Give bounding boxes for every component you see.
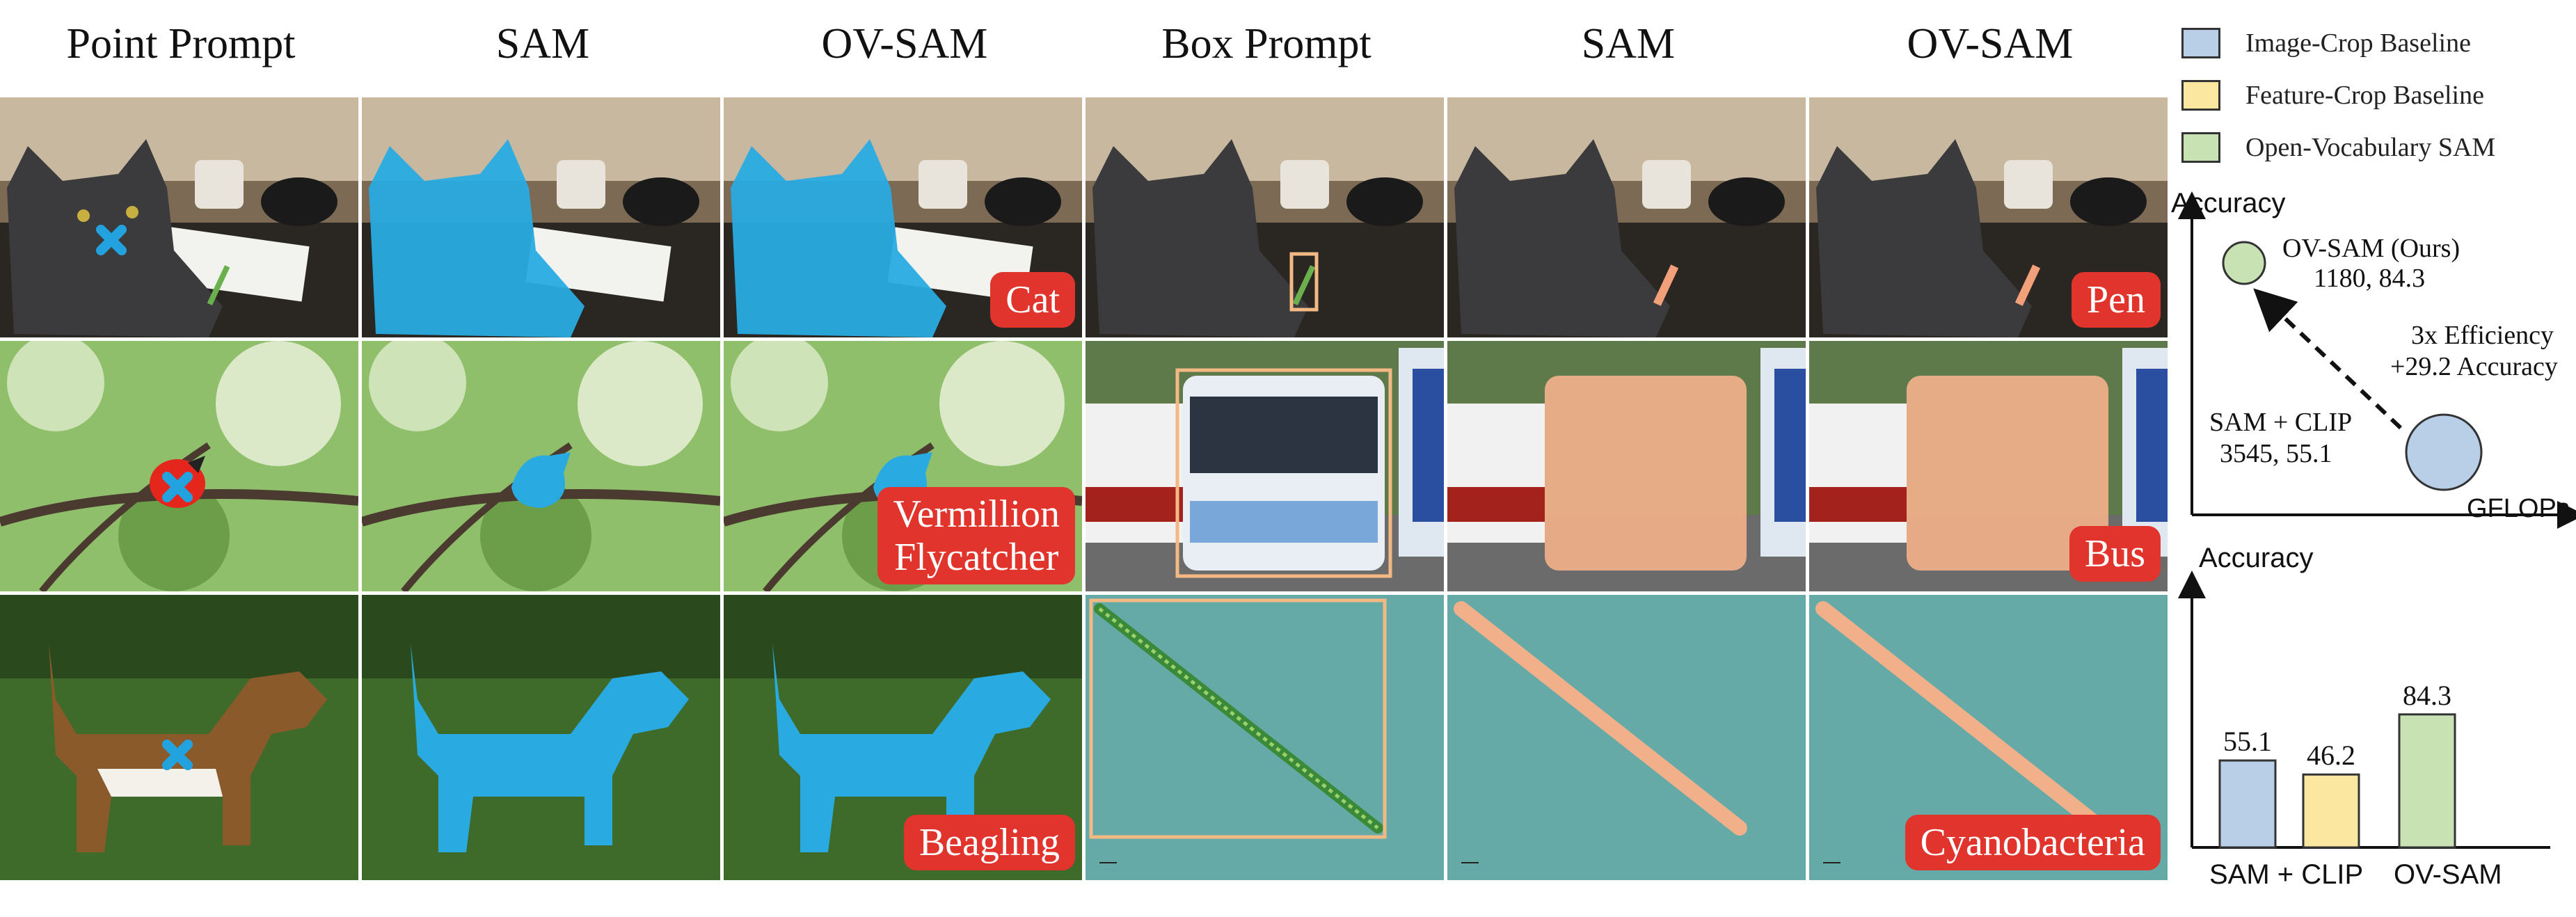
box-prompt (1089, 598, 1387, 839)
bus-mask (1907, 376, 2108, 571)
label-line-2: Flycatcher (894, 536, 1059, 579)
image-cyano-sam (1447, 595, 1806, 880)
image-cyano-box-prompt (1086, 595, 1444, 880)
label-cyanobacteria: Cyanobacteria (1905, 815, 2161, 870)
annotation-base-line2: 3545, 55.1 (2220, 439, 2332, 468)
bar-svg: 55.1 46.2 84.3 (2178, 571, 2550, 849)
legend-swatch (2181, 132, 2220, 163)
legend-item-image-crop: Image-Crop Baseline (2181, 28, 2471, 58)
scatter-xlabel: GFLOPs (2467, 494, 2570, 523)
bar-chart: 55.1 46.2 84.3 Accuracy SAM + CLIP OV-SAM (2171, 536, 2576, 914)
label-vermillion-flycatcher: Vermillion Flycatcher (877, 487, 1075, 584)
annotation-eff-line1: 3x Efficiency (2411, 321, 2554, 350)
bus-mask (1545, 376, 1747, 571)
label-cat: Cat (990, 272, 1075, 328)
box-prompt (1175, 368, 1392, 578)
legend-swatch (2181, 80, 2220, 111)
image-bird-sam (362, 341, 720, 591)
cyano-mask (1454, 601, 1747, 836)
legend-label: Image-Crop Baseline (2245, 29, 2471, 58)
header-ov-sam-2: OV-SAM (1907, 19, 2074, 67)
dog-mask (411, 644, 689, 852)
point-prompt-marker (96, 225, 127, 255)
legend-item-open-vocab-sam: Open-Vocabulary SAM (2181, 132, 2495, 163)
point-ov-sam (2222, 241, 2266, 285)
header-box-prompt: Box Prompt (1161, 19, 1372, 67)
xtick-label-ov-sam: OV-SAM (2394, 859, 2502, 890)
annotation-eff-line2: +29.2 Accuracy (2390, 352, 2558, 381)
legend-swatch (2181, 28, 2220, 58)
header-ov-sam-1: OV-SAM (821, 19, 988, 67)
scatter-svg (2178, 191, 2576, 529)
bar-0 (2218, 759, 2277, 849)
annotation-ours-line1: OV-SAM (Ours) (2282, 234, 2460, 263)
image-pen-box-prompt (1086, 97, 1444, 337)
bar-ylabel: Accuracy (2199, 543, 2314, 573)
bird-mask (511, 452, 571, 508)
image-pen-ov-sam: Pen (1809, 97, 2168, 337)
cyano-mask (1815, 601, 2109, 836)
box-prompt (1289, 252, 1319, 312)
header-sam-2: SAM (1581, 19, 1676, 67)
image-dog-sam (362, 595, 720, 880)
annotation-ours-line2: 1180, 84.3 (2314, 264, 2426, 293)
image-bus-box-prompt (1086, 341, 1444, 591)
image-dog-point-prompt (0, 595, 358, 880)
dog-mask (772, 644, 1051, 852)
image-dog-ov-sam: Beagling (724, 595, 1082, 880)
image-bird-point-prompt (0, 341, 358, 591)
image-cyano-ov-sam: Cyanobacteria (1809, 595, 2168, 880)
bar-value-label-0: 55.1 (2223, 726, 2272, 757)
image-bus-ov-sam: Bus (1809, 341, 2168, 591)
legend-item-feature-crop: Feature-Crop Baseline (2181, 80, 2484, 111)
cat-mask (731, 139, 946, 337)
header-sam-1: SAM (495, 19, 590, 67)
image-cat-point-prompt (0, 97, 358, 337)
image-bus-sam (1447, 341, 1806, 591)
label-bus: Bus (2069, 526, 2161, 582)
scatter-chart: Accuracy GFLOPs OV-SAM (Ours) 1180, 84.3… (2171, 188, 2576, 529)
image-cat-sam (362, 97, 720, 337)
cat-mask (369, 139, 585, 337)
label-line-1: Vermillion (893, 493, 1060, 536)
label-beagling: Beagling (903, 815, 1075, 870)
bar-2 (2398, 713, 2456, 849)
bar-value-label-1: 46.2 (2307, 740, 2355, 771)
image-bird-ov-sam: Vermillion Flycatcher (724, 341, 1082, 591)
label-pen: Pen (2072, 272, 2161, 328)
bar-1 (2302, 773, 2360, 849)
point-sam-clip (2405, 413, 2483, 491)
legend-label: Open-Vocabulary SAM (2245, 133, 2496, 162)
pen-mask (1653, 264, 1679, 306)
legend-label: Feature-Crop Baseline (2245, 81, 2484, 110)
image-pen-sam (1447, 97, 1806, 337)
pen-mask (2014, 264, 2041, 306)
header-point-prompt: Point Prompt (66, 19, 296, 67)
annotation-base-line1: SAM + CLIP (2209, 408, 2353, 437)
xtick-label-sam-clip: SAM + CLIP (2209, 859, 2364, 890)
image-cat-ov-sam: Cat (724, 97, 1082, 337)
bar-value-label-2: 84.3 (2403, 680, 2451, 711)
trend-arrow (2253, 288, 2403, 430)
scatter-ylabel: Accuracy (2171, 188, 2286, 218)
